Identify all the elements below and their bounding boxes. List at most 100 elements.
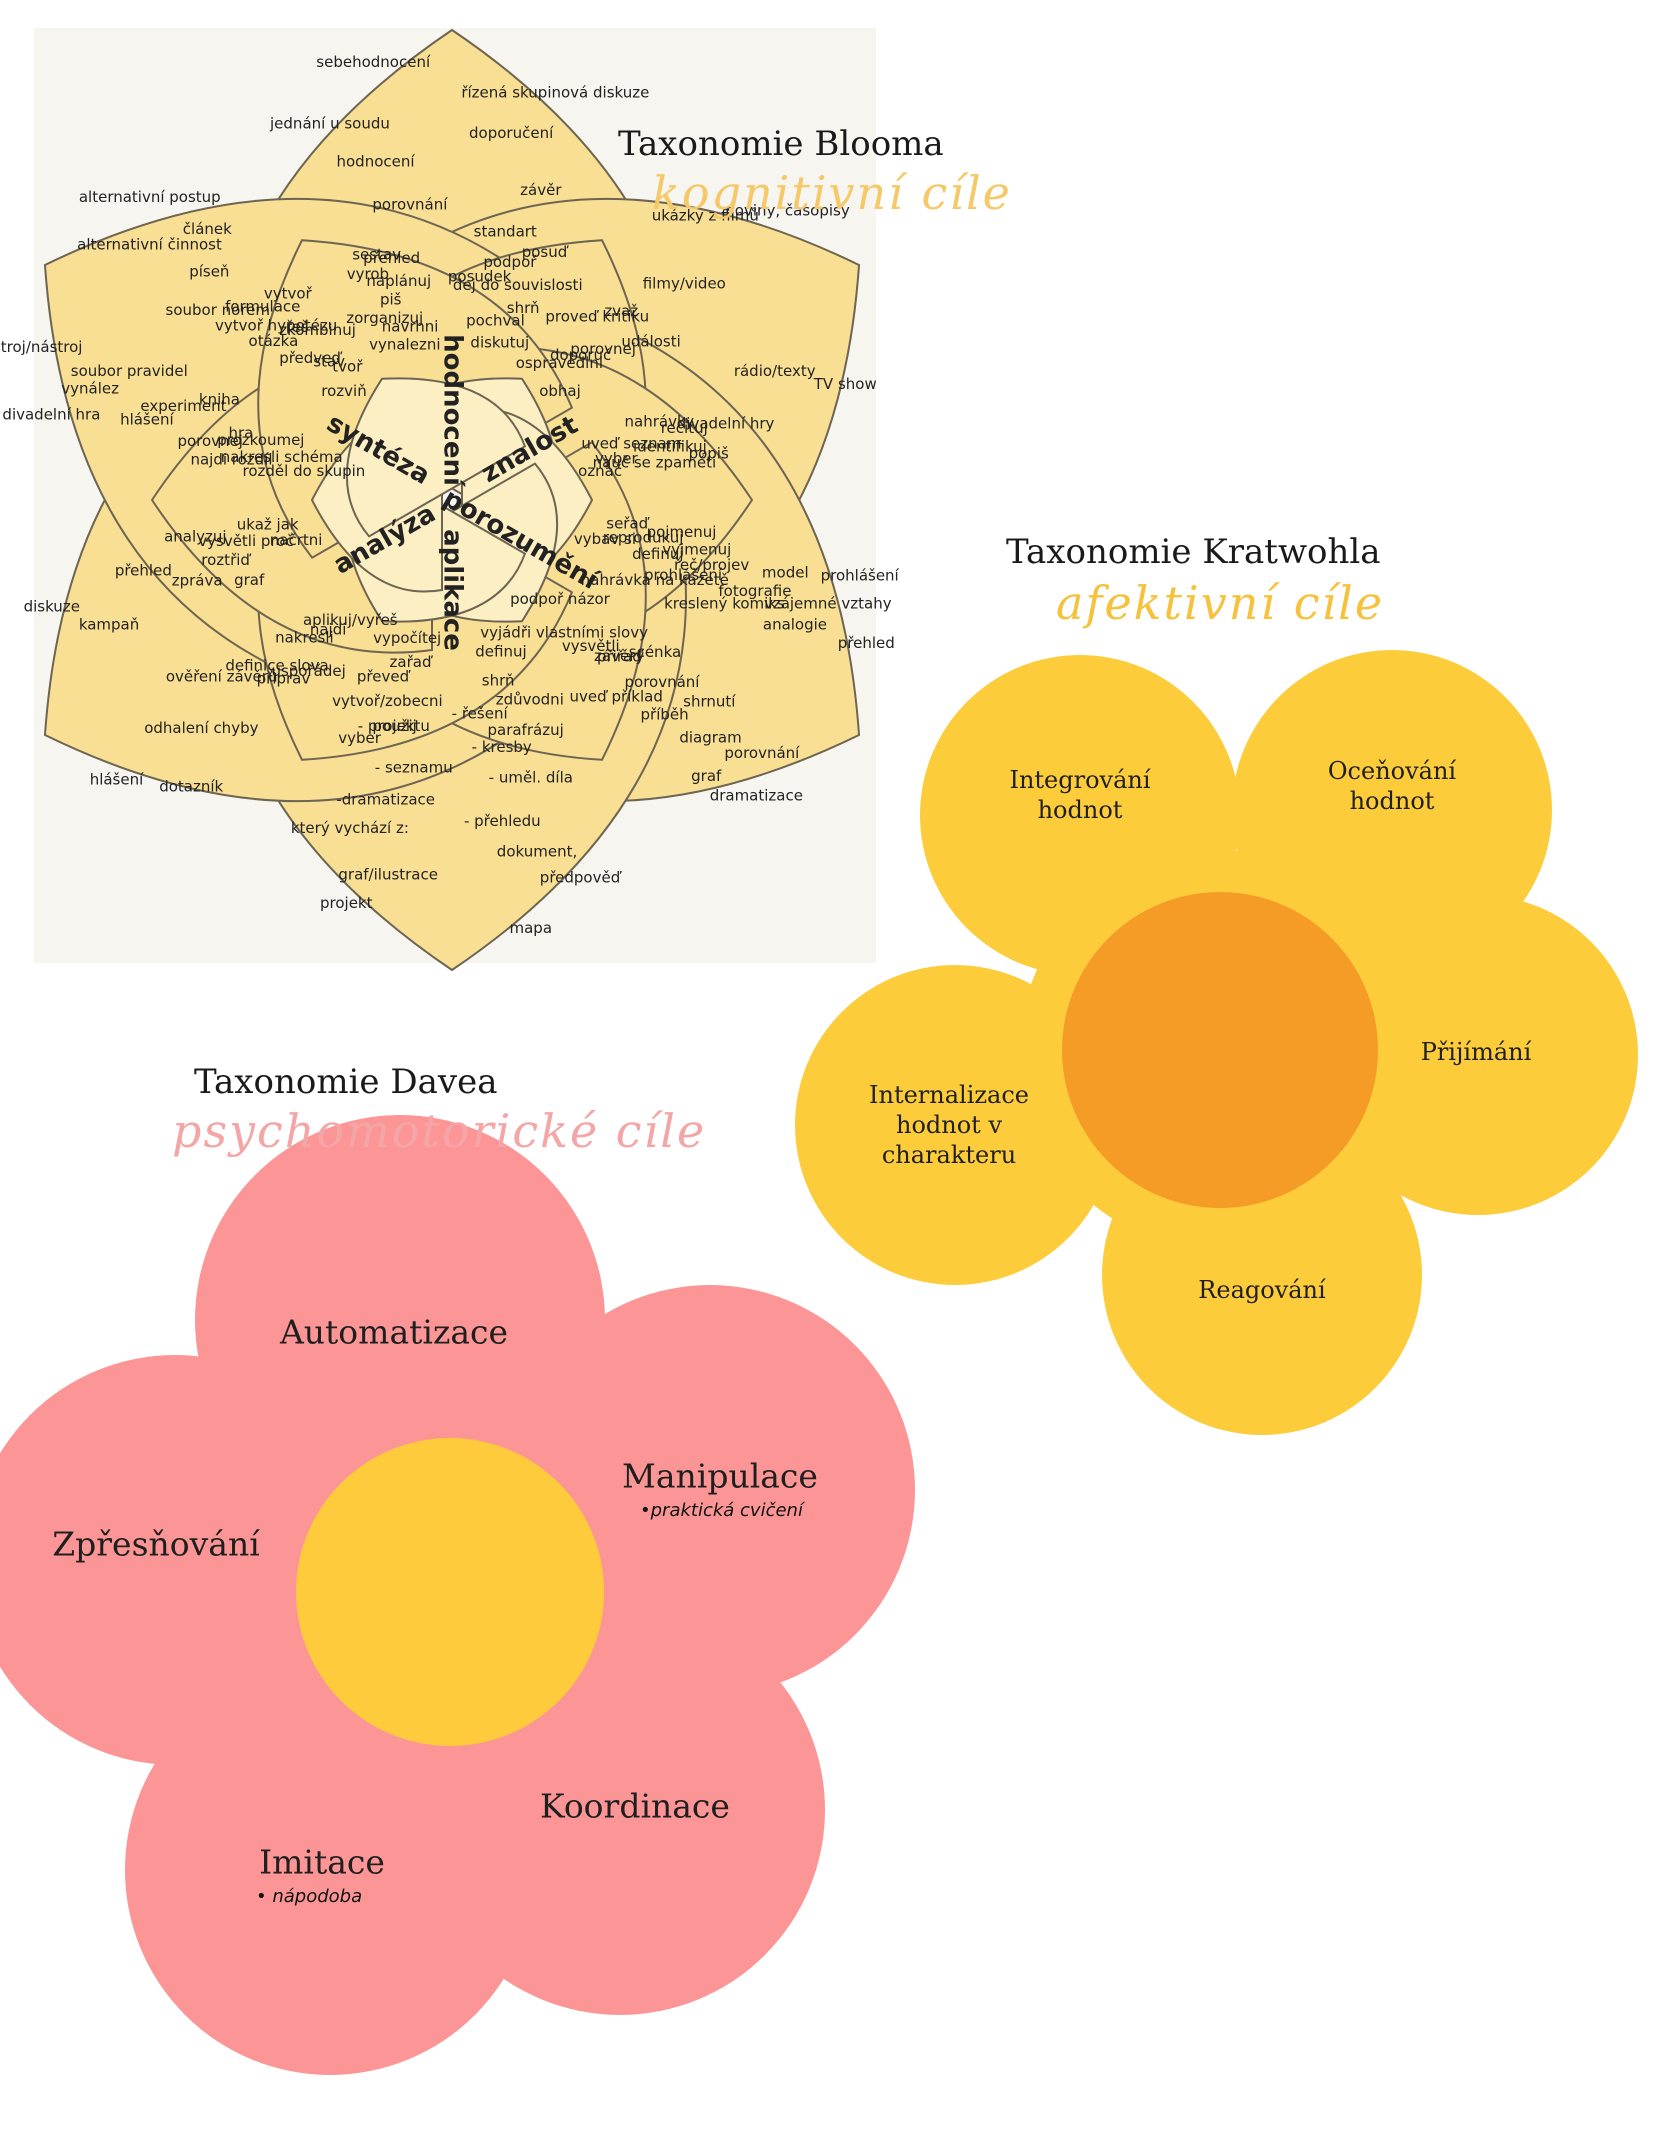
bloom-outer-word: vzájemné vztahy [764, 594, 892, 612]
bloom-outer-word: shrnutí [683, 693, 736, 711]
bloom-outer-word: filmy/video [643, 274, 726, 292]
bloom-inner-word: pojmenuj [647, 523, 717, 541]
dave-imitace-note: • nápodoba [256, 1886, 363, 1907]
bloom-outer-word: doporučení [469, 124, 554, 142]
bloom-outer-word: posudek [448, 268, 512, 286]
bloom-outer-word: článek [183, 220, 232, 238]
bloom-outer-word: dramatizace [710, 787, 803, 805]
bloom-inner-word: uspořádej [271, 662, 345, 680]
kratwohl-center [1062, 892, 1378, 1208]
bloom-outer-word: hlášení [90, 771, 144, 789]
dave-manipulace-note: •praktická cvičení [640, 1500, 803, 1521]
bloom-outer-word: který vychází z: [291, 819, 409, 837]
bloom-outer-word: divadelní hra [2, 406, 100, 424]
bloom-inner-word: analyzuj [164, 527, 226, 545]
bloom-outer-word: formulace [225, 297, 300, 315]
bloom-outer-word: řeč/projev [674, 556, 749, 574]
bloom-inner-word: vytvoř hypotézu [215, 316, 337, 334]
bloom-inner-petal [345, 377, 527, 538]
bloom-inner-word: seřaď [606, 514, 649, 532]
bloom-outer-word: kniha [199, 390, 240, 408]
bloom-outer-word: předpověď [540, 868, 622, 886]
bloom-inner-word: najdi [310, 621, 347, 639]
bloom-inner-word: vytvoř/zobecni [332, 692, 443, 710]
bloom-outer-word: mapa [510, 919, 553, 937]
bloom-inner-word: tvoř [332, 358, 363, 376]
bloom-outer-word: model [762, 564, 809, 582]
bloom-inner-word: aplikuj/vyřeš [303, 611, 398, 629]
bloom-inner-word: předveď [279, 349, 342, 367]
bloom-inner-word: vysvětli proč [198, 532, 293, 550]
bloom-inner-word: diskutuj [470, 333, 529, 351]
bloom-outer-word: hodnocení [337, 152, 416, 170]
bloom-outer-word: řízená skupinová diskuze [461, 84, 649, 102]
bloom-outer-word: prohlášení [644, 566, 723, 584]
bloom-outer-word: diagram [679, 728, 741, 746]
bloom-inner-word: uveď seznam [581, 434, 681, 452]
bloom-outer-word: diskuze [24, 598, 80, 616]
bloom-inner-word: najdi rozdíl [190, 450, 272, 468]
bloom-inner-word: doporuč [550, 346, 611, 364]
bloom-inner-word: ospravedlni [516, 354, 603, 372]
bloom-outer-word: přehled [838, 634, 895, 652]
bloom-outer-word: přehled [115, 562, 172, 580]
bloom-inner-word: označ [578, 462, 622, 480]
bloom-outer-word: kreslený komiks [664, 595, 785, 613]
bloom-outer-word: sebehodnocení [316, 53, 431, 71]
bloom-outer-word: - projektu [358, 717, 430, 735]
bloom-inner-word: pochval [466, 311, 525, 329]
bloom-outer-word: TV show [813, 375, 877, 393]
dave-petal-imitace: Imitace [259, 1842, 385, 1882]
dave-petal-zpresnovani: Zpřesňování [52, 1524, 260, 1564]
bloom-outer-word: alternativní postup [79, 188, 221, 206]
bloom-inner-word: vynalezni [369, 335, 440, 353]
dave-title: Taxonomie Davea [194, 1062, 498, 1102]
bloom-inner-word: sestav [352, 245, 401, 263]
bloom-inner-word: vyber [595, 449, 639, 467]
bloom-outer-word: graf [234, 571, 265, 589]
bloom-outer-word: - kresby [472, 738, 532, 756]
bloom-outer-word: standart [474, 222, 537, 240]
bloom-outer-word: závěry [594, 647, 644, 665]
bloom-inner-word: vyjmenuj [662, 541, 731, 559]
bloom-outer-word: dokument, [497, 843, 577, 861]
bloom-outer-word: - seznamu [375, 758, 453, 776]
bloom-inner-word: vysvětli [562, 637, 620, 655]
kratwohl-subtitle: afektivní cíle [1056, 576, 1385, 630]
bloom-outer-word: dotazník [159, 777, 223, 795]
bloom-inner-word: přiřaď [597, 647, 643, 665]
bloom-inner-word: ukaž jak [237, 516, 299, 534]
bloom-outer-word: jednání u soudu [269, 114, 390, 132]
bloom-inner-word: porovnej [177, 432, 243, 450]
bloom-title: Taxonomie Blooma [618, 124, 944, 164]
bloom-outer-word: soubor norem [166, 301, 271, 319]
bloom-outer-word: - přehledu [464, 812, 541, 830]
bloom-inner-word: zorganizuj [346, 309, 423, 327]
bloom-outer-word: projekt [320, 894, 373, 912]
bloom-outer-word: graf [691, 767, 722, 785]
bloom-inner-word: nakresli schéma [221, 448, 343, 466]
bloom-inner-word: popiš [689, 445, 729, 463]
bloom-inner-word: vybav si [574, 530, 636, 548]
dave-center [296, 1438, 604, 1746]
bloom-outer-word: zpráva [172, 572, 223, 590]
bloom-outer-word: rádio/texty [734, 362, 816, 380]
bloom-inner-word: zvaž [604, 302, 638, 320]
dave-petal-koordinace: Koordinace [540, 1786, 730, 1826]
bloom-inner-word: porovnej [570, 340, 636, 358]
bloom-outer-word: porovnání [625, 673, 701, 691]
kratwohl-petal-integrovani: Integrování hodnot [1009, 766, 1151, 824]
bloom-inner-word: definuj [632, 545, 683, 563]
bloom-outer-word: graf/ilustrace [338, 866, 438, 884]
bloom-outer-word: přehled [363, 249, 420, 267]
bloom-outer-word: analogie [763, 616, 827, 634]
bloom-outer-word: - uměl. díla [489, 769, 573, 787]
dave-petal-manipulace: Manipulace [622, 1456, 818, 1496]
bloom-inner-word: shrň [482, 672, 515, 690]
bloom-outer-word: soubor pravidel [71, 362, 188, 380]
bloom-outer-word: ověření závěrů [166, 668, 278, 686]
bloom-inner-word: piš [380, 290, 402, 308]
bloom-inner-word: proveď kritiku [545, 308, 649, 326]
bloom-outer-word: kampaň [79, 616, 139, 634]
bloom-outer-word: vynález [61, 380, 119, 398]
